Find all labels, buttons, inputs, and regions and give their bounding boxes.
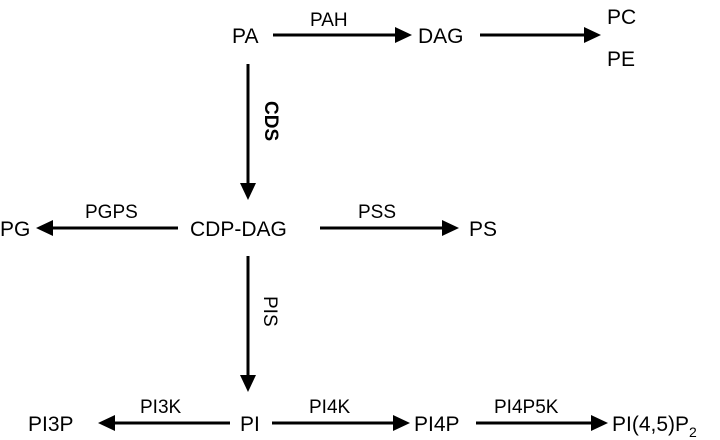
node-pi3p: PI3P (28, 413, 74, 436)
arrowhead-cdpdag-pi (240, 375, 256, 392)
node-pe: PE (607, 48, 635, 71)
node-ps: PS (469, 218, 497, 241)
arrowhead-pi-pi3p (98, 415, 115, 431)
arrowhead-cdpdag-ps (442, 220, 459, 236)
node-pg: PG (0, 218, 30, 241)
node-pi4p: PI4P (414, 413, 460, 436)
arrowhead-pi4p-pi45p2 (591, 415, 608, 431)
enzyme-pah: PAH (310, 10, 348, 31)
node-cdp-dag: CDP-DAG (190, 218, 287, 241)
node-pi45p2-subscript: 2 (689, 424, 697, 440)
enzyme-cds: CDS (260, 101, 281, 141)
arrowhead-pa-dag (395, 27, 412, 43)
node-pi: PI (240, 413, 260, 436)
node-pi45p2-main: PI(4,5)P (612, 413, 689, 436)
arrowhead-dag-pc-pe (584, 27, 601, 43)
node-pi45p2: PI(4,5)P2 (612, 413, 697, 440)
enzyme-pgps: PGPS (85, 202, 138, 223)
arrowhead-pi-pi4p (393, 415, 410, 431)
arrowhead-pa-cdpdag (240, 183, 256, 200)
node-dag: DAG (418, 25, 464, 48)
enzyme-pis: PIS (259, 296, 280, 327)
node-pa: PA (232, 25, 258, 48)
enzyme-pi3k: PI3K (140, 397, 182, 418)
enzyme-pi4k: PI4K (309, 397, 351, 418)
arrowhead-cdpdag-pg (36, 220, 53, 236)
enzyme-pss: PSS (358, 202, 396, 223)
node-pc: PC (607, 6, 636, 29)
enzyme-pi4p5k: PI4P5K (494, 397, 559, 418)
